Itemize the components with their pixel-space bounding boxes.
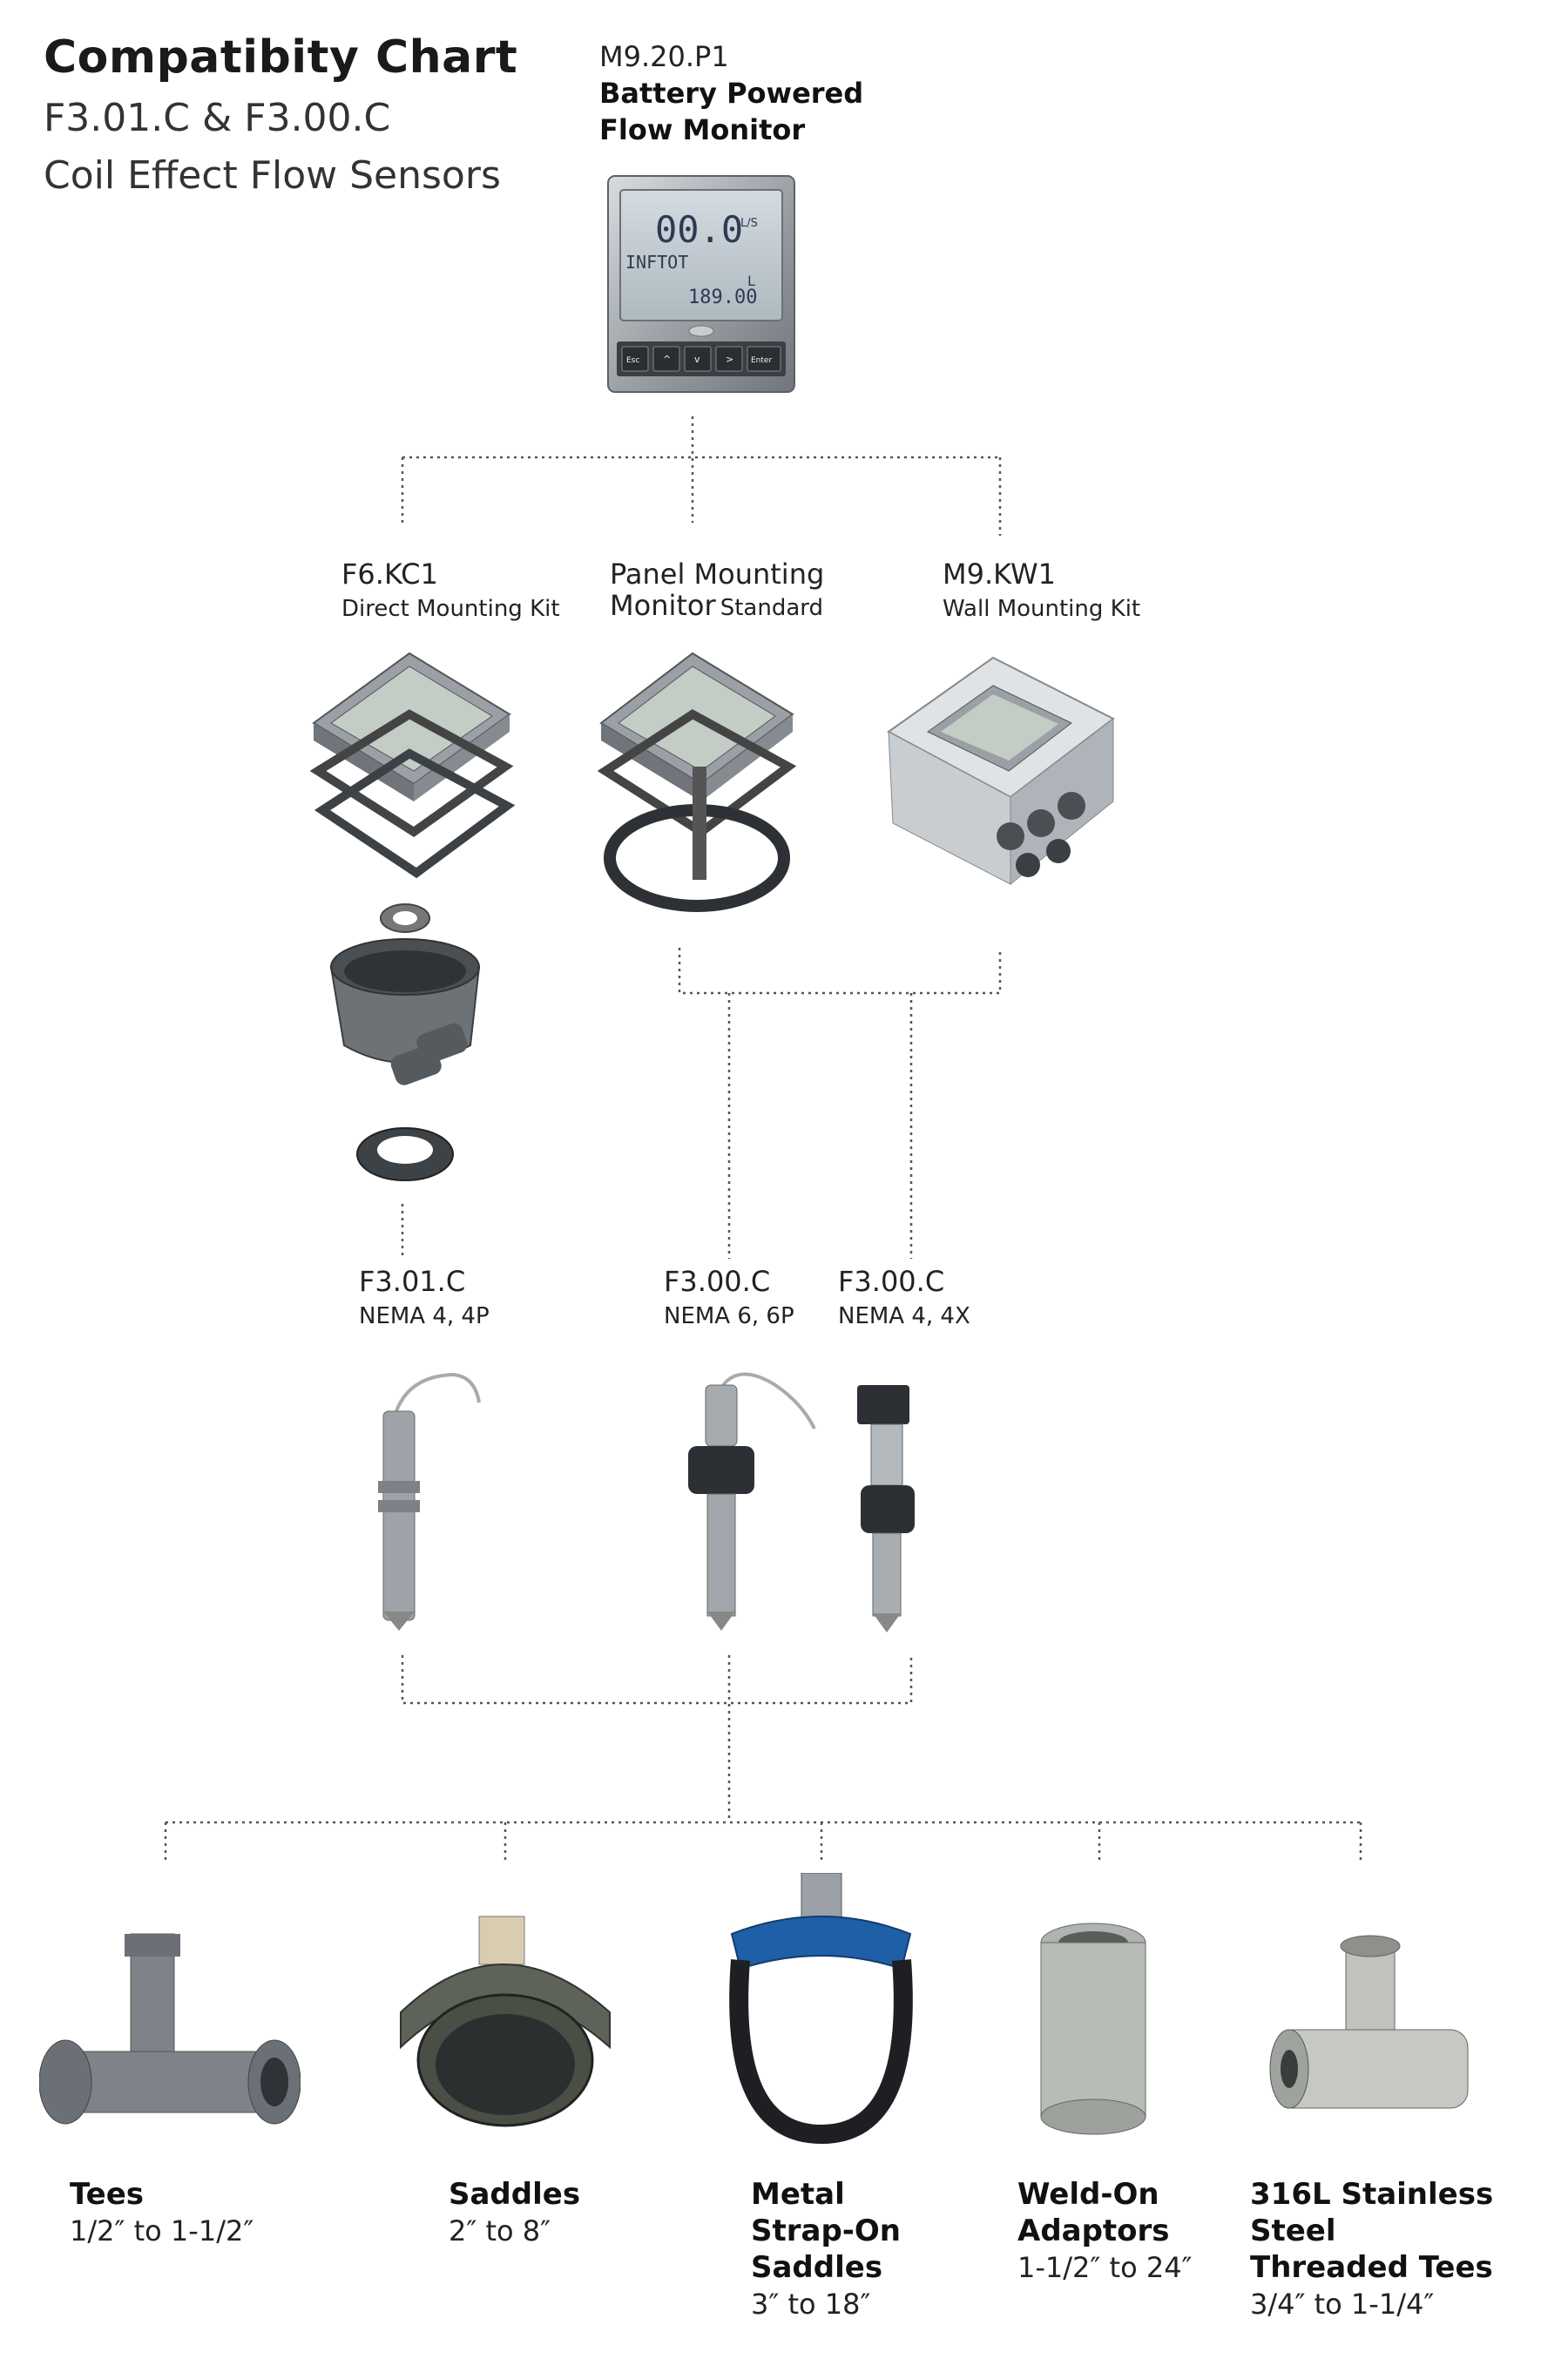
fitting-saddles-name: Saddles xyxy=(449,2177,581,2212)
fitting-stainless-line2: Threaded Tees xyxy=(1250,2250,1493,2285)
display-unit: L/S xyxy=(740,217,758,230)
fitting-weld-line1: Weld-On xyxy=(1017,2177,1159,2212)
metal-strap-on-saddle-image xyxy=(729,1873,913,2145)
fitting-tees-name: Tees xyxy=(70,2177,145,2212)
key-esc: Esc xyxy=(626,356,639,365)
chart-subtitle-description: Coil Effect Flow Sensors xyxy=(44,153,501,198)
sensor-1-rating: NEMA 4, 4P xyxy=(359,1303,490,1329)
fitting-stainless-size: 3/4″ to 1-1/4″ xyxy=(1250,2288,1435,2321)
fitting-strap-line3: Saddles xyxy=(751,2250,883,2285)
display-total-unit: L xyxy=(747,273,755,289)
mount-direct-desc: Direct Mounting Kit xyxy=(341,596,560,622)
sensor-3-model: F3.00.C xyxy=(838,1265,945,1298)
mount-direct-model: F6.KC1 xyxy=(341,558,438,591)
key-up: ^ xyxy=(663,354,671,365)
fitting-tees-size: 1/2″ to 1-1/2″ xyxy=(70,2214,254,2247)
sensor-2-model: F3.00.C xyxy=(664,1265,771,1298)
fitting-strap-size: 3″ to 18″ xyxy=(751,2288,871,2321)
chart-subtitle-models: F3.01.C & F3.00.C xyxy=(44,96,391,140)
sensor-f3-01-c-image xyxy=(378,1372,481,1631)
fitting-weld-on-adaptors: Weld-On Adaptors 1-1/2″ to 24″ xyxy=(1017,2176,1193,2286)
top-monitor-name-line1: Battery Powered xyxy=(599,77,864,110)
fitting-saddles: Saddles 2″ to 8″ xyxy=(449,2176,580,2249)
key-enter: Enter xyxy=(751,356,772,365)
fitting-weld-size: 1-1/2″ to 24″ xyxy=(1017,2251,1193,2284)
sensor-3-rating: NEMA 4, 4X xyxy=(838,1303,970,1329)
sensor-f3-00-c-nema4-image xyxy=(857,1385,915,1632)
fitting-strap-line2: Strap-On xyxy=(751,2214,902,2248)
panel-mounting-image xyxy=(597,652,797,912)
chart-title: Compatibity Chart xyxy=(44,31,518,84)
fitting-stainless-tees: 316L Stainless Steel Threaded Tees 3/4″ … xyxy=(1250,2176,1568,2322)
tee-fitting-image xyxy=(39,1933,301,2125)
mount-panel-model: Panel Mounting xyxy=(610,558,825,591)
sensor-2-rating: NEMA 6, 6P xyxy=(664,1303,794,1329)
display-main-value: 00.0 xyxy=(655,208,743,251)
sensor-f3-00-c-nema6-image xyxy=(688,1372,816,1631)
display-total: 189.00 xyxy=(688,287,757,308)
key-down: v xyxy=(694,354,700,365)
fitting-saddles-size: 2″ to 8″ xyxy=(449,2214,551,2247)
direct-mounting-kit-image xyxy=(309,652,516,1181)
mount-panel-desc-big: Monitor xyxy=(610,589,716,622)
mount-wall-model: M9.KW1 xyxy=(943,558,1056,591)
battery-flow-monitor-image: 00.0 L/S INFTOT L 189.00 Esc ^ v > Enter xyxy=(607,175,795,393)
wall-mounting-kit-image xyxy=(887,656,1115,886)
fitting-stainless-line1: 316L Stainless Steel xyxy=(1250,2177,1494,2248)
saddle-fitting-image xyxy=(400,1916,611,2127)
fitting-strap-line1: Metal xyxy=(751,2177,845,2212)
fitting-metal-strap-on-saddles: Metal Strap-On Saddles 3″ to 18″ xyxy=(751,2176,901,2322)
fitting-tees: Tees 1/2″ to 1-1/2″ xyxy=(70,2176,253,2249)
top-monitor-model: M9.20.P1 xyxy=(599,40,729,73)
weld-on-adaptor-image xyxy=(1040,1923,1146,2135)
fitting-weld-line2: Adaptors xyxy=(1017,2214,1170,2248)
display-label: INFTOT xyxy=(625,252,688,273)
mount-wall-desc: Wall Mounting Kit xyxy=(943,596,1141,622)
monitor-keypad: Esc ^ v > Enter xyxy=(617,341,786,376)
stainless-threaded-tee-image xyxy=(1269,1935,1469,2109)
top-monitor-name-line2: Flow Monitor xyxy=(599,113,806,146)
key-right: > xyxy=(726,354,733,365)
mount-panel-desc: Standard xyxy=(720,595,824,621)
sensor-1-model: F3.01.C xyxy=(359,1265,466,1298)
